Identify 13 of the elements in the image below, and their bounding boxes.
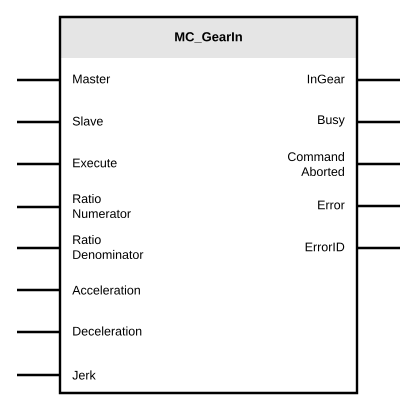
pin-label: Error	[318, 200, 345, 210]
pin-label: ErrorID	[306, 242, 344, 252]
pin-label: InGear	[308, 74, 345, 84]
pin-label: Acceleration	[72, 285, 140, 295]
pin-label: Command Aborted	[288, 152, 344, 176]
pin-label: Ratio Denominator	[73, 234, 144, 260]
pin-label: Busy	[318, 115, 345, 127]
pin-label: Slave	[72, 116, 103, 126]
pin-label: Jerk	[72, 370, 96, 380]
pin-label: Ratio Numerator	[73, 194, 131, 218]
pin-label: Master	[73, 74, 110, 84]
pin-label: Deceleration	[73, 326, 142, 336]
pin-label: Execute	[73, 158, 117, 168]
